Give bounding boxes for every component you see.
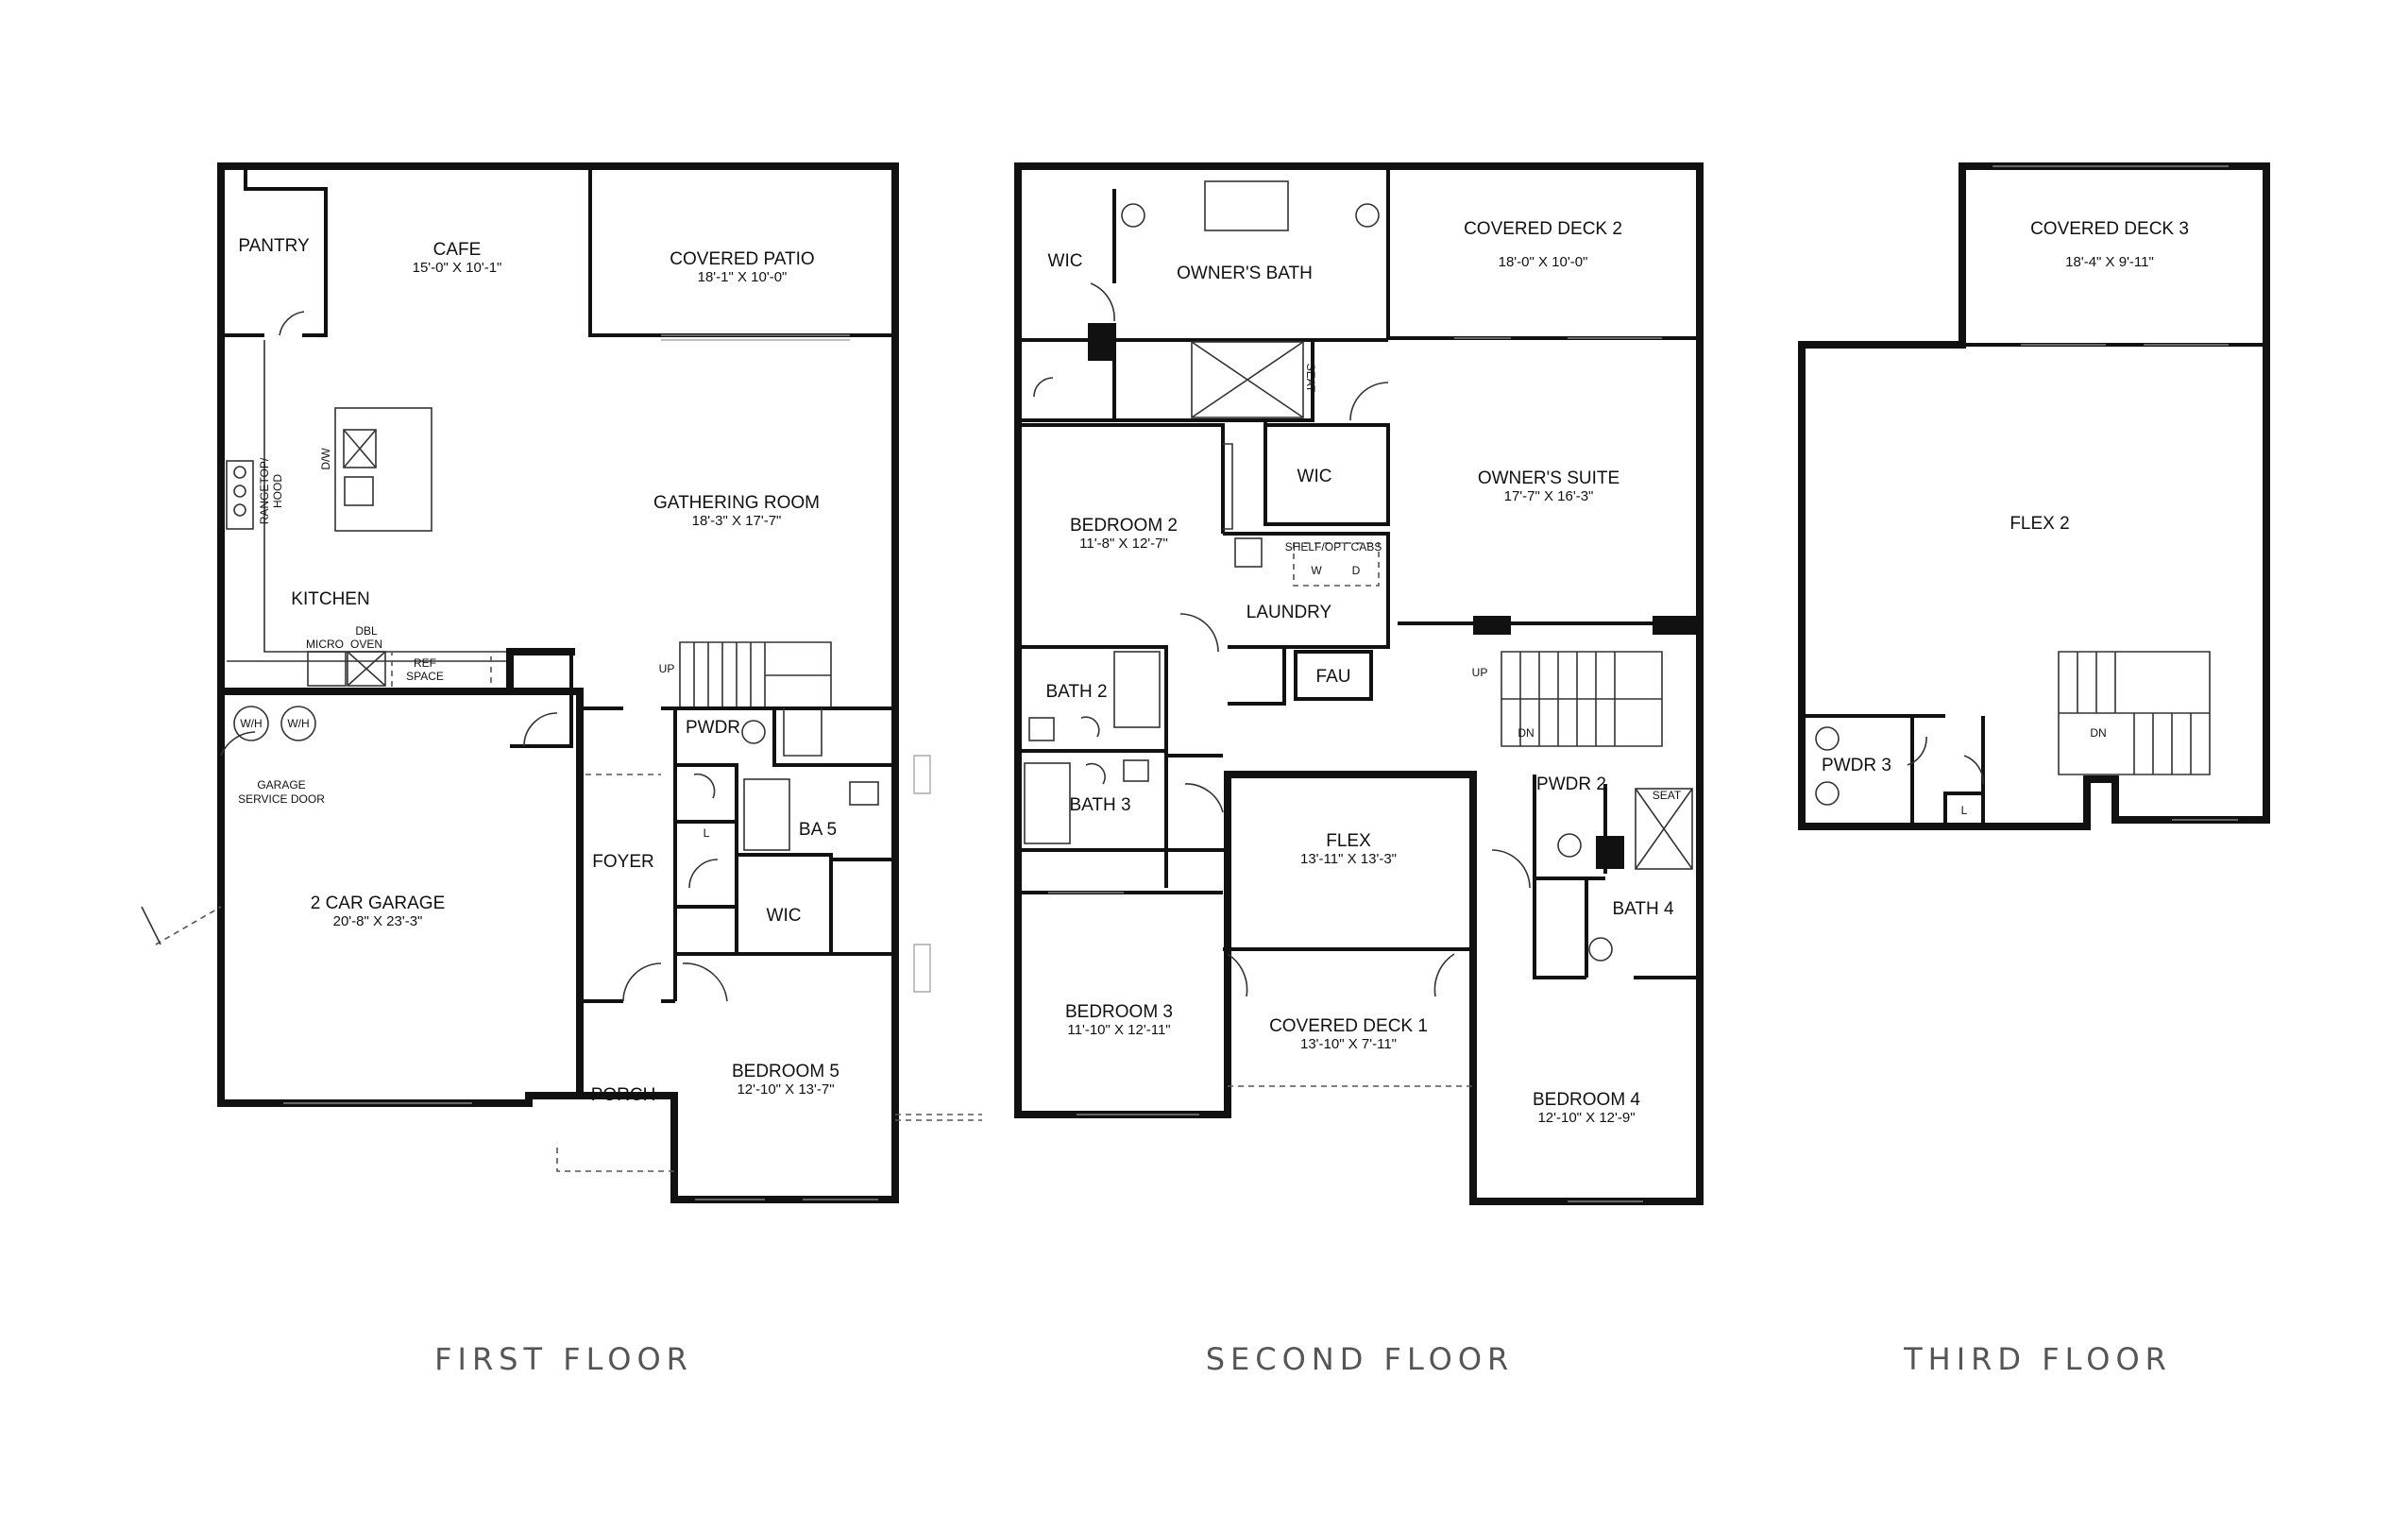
- floor-title-first: FIRST FLOOR: [434, 1341, 693, 1377]
- room-label: BEDROOM 5: [732, 1062, 839, 1081]
- washer-label: W: [1311, 564, 1322, 577]
- ref-label: REF: [414, 656, 436, 670]
- owners-tub: [1204, 180, 1289, 231]
- room-dimensions: 13'-10" X 7'-11": [1300, 1036, 1397, 1052]
- owners-shower: [1191, 341, 1304, 418]
- linen-label: L: [704, 826, 710, 840]
- room-label: BEDROOM 3: [1065, 1002, 1173, 1022]
- stairs-down-label: DN: [2090, 726, 2106, 740]
- rangetop-label: RANGETOP/: [258, 457, 271, 524]
- floor-title-third: THIRD FLOOR: [1903, 1341, 2172, 1377]
- bathtub-bath3: [1024, 762, 1071, 844]
- stairs-up-label: UP: [659, 662, 675, 675]
- dbl-label: DBL: [355, 624, 378, 638]
- stairs-down-label: DN: [1518, 726, 1534, 740]
- room-label: CAFE: [433, 240, 482, 260]
- room-dimensions: 12'-10" X 12'-9": [1537, 1110, 1635, 1126]
- pwdr3-wall: [1802, 714, 1985, 826]
- third-floor-exterior-wall: [1798, 162, 2270, 830]
- dishwasher-label: D/W: [319, 448, 332, 470]
- room-dimensions: 15'-0" X 10'-1": [413, 260, 502, 276]
- room-label: PORCH: [591, 1085, 656, 1105]
- room-dimensions: 13'-11" X 13'-3": [1300, 851, 1397, 867]
- bathtub-bath2: [1113, 651, 1161, 728]
- room-label: FLEX 2: [2009, 514, 2069, 534]
- floor-title-second: SECOND FLOOR: [1206, 1341, 1515, 1377]
- water-heater-1: [233, 706, 269, 741]
- seat-label: SEAT: [1653, 789, 1682, 802]
- owners-bath-wall: [1018, 189, 1388, 491]
- room-label: PWDR 2: [1536, 775, 1606, 794]
- seat-label: SEAT: [1304, 364, 1317, 393]
- room-label: BATH 3: [1069, 795, 1130, 815]
- room-label: COVERED PATIO: [670, 249, 814, 269]
- room-label: KITCHEN: [291, 589, 369, 609]
- owners-wic-wall: [1263, 423, 1390, 526]
- rangetop: [226, 460, 254, 530]
- room-label: OWNER'S BATH: [1177, 264, 1313, 283]
- third-floor-stairs: [2058, 651, 2211, 775]
- room-label: WIC: [767, 906, 802, 926]
- room-label: FLEX: [1326, 831, 1371, 851]
- second-floor-plan: WIC OWNER'S BATH COVERED DECK 2 18'-0" X…: [1014, 162, 1704, 1205]
- room-label: COVERED DECK 2: [1464, 219, 1622, 239]
- first-floor-stairs: [679, 641, 832, 709]
- stairs-up-label: UP: [1472, 666, 1488, 679]
- room-label: BATH 2: [1045, 682, 1107, 702]
- room-label: GATHERING ROOM: [653, 493, 820, 513]
- bath4-cluster-wall: [1533, 775, 1700, 979]
- bath2-bath3-wall: [1018, 749, 1228, 888]
- room-dimensions: 18'-0" X 10'-0": [1499, 254, 1588, 270]
- linen-label: L: [1961, 804, 1968, 817]
- room-label: PWDR: [686, 718, 740, 738]
- room-label: BA 5: [799, 820, 837, 840]
- garage-door-label: SERVICE DOOR: [238, 792, 325, 806]
- room-dimensions: 18'-3" X 17'-7": [692, 513, 782, 529]
- room-label: 2 CAR GARAGE: [311, 894, 446, 913]
- room-dimensions: 11'-10" X 12'-11": [1067, 1022, 1170, 1038]
- garage-door-label: GARAGE: [257, 778, 305, 792]
- room-dimensions: 20'-8" X 23'-3": [333, 913, 423, 929]
- room-dimensions: 18'-1" X 10'-0": [698, 269, 788, 285]
- room-label: LAUNDRY: [1246, 603, 1332, 622]
- third-floor-plan: COVERED DECK 3 18'-4" X 9'-11" FLEX 2 PW…: [1798, 162, 2270, 830]
- first-floor-plan: PANTRY CAFE 15'-0" X 10'-1" COVERED PATI…: [141, 162, 982, 1203]
- room-dimensions: 17'-7" X 16'-3": [1504, 488, 1594, 504]
- water-heater-label: W/H: [240, 717, 262, 730]
- water-heater-2: [280, 706, 316, 741]
- water-heater-label: W/H: [287, 717, 309, 730]
- room-label: PANTRY: [238, 236, 310, 256]
- hood-label: HOOD: [271, 474, 284, 508]
- dryer-label: D: [1352, 564, 1361, 577]
- garage-wall: [217, 648, 584, 1099]
- room-label: BATH 4: [1612, 899, 1674, 919]
- room-label: COVERED DECK 1: [1269, 1016, 1428, 1036]
- kitchen-island: [334, 407, 432, 532]
- room-dimensions: 12'-10" X 13'-7": [737, 1081, 834, 1098]
- room-dimensions: 11'-8" X 12'-7": [1079, 536, 1168, 552]
- room-label: PWDR 3: [1822, 756, 1891, 775]
- bathtub-ba5: [743, 778, 790, 851]
- room-label: OWNER'S SUITE: [1478, 468, 1619, 488]
- second-floor-stairs: [1501, 651, 1663, 747]
- room-dimensions: 18'-4" X 9'-11": [2065, 254, 2154, 270]
- fau-unit: [1294, 650, 1373, 701]
- room-label: BEDROOM 4: [1533, 1090, 1640, 1110]
- first-floor-exterior-wall: [217, 162, 899, 1203]
- shower-bath4: [1635, 788, 1693, 870]
- room-label: FAU: [1316, 667, 1351, 687]
- space-label: SPACE: [406, 670, 444, 683]
- oven-label: OVEN: [350, 638, 382, 651]
- room-label: COVERED DECK 3: [2030, 219, 2189, 239]
- shelf-label: SHELF/OPT CABS: [1285, 540, 1382, 553]
- room-label: FOYER: [592, 852, 653, 872]
- laundry-wall: [1223, 532, 1390, 706]
- room-label: WIC: [1048, 251, 1083, 271]
- micro-label: MICRO: [306, 638, 344, 651]
- room-label: BEDROOM 2: [1070, 516, 1178, 536]
- room-label: WIC: [1297, 467, 1332, 486]
- bedroom2-wall: [1018, 423, 1225, 758]
- pantry-wall: [221, 166, 328, 337]
